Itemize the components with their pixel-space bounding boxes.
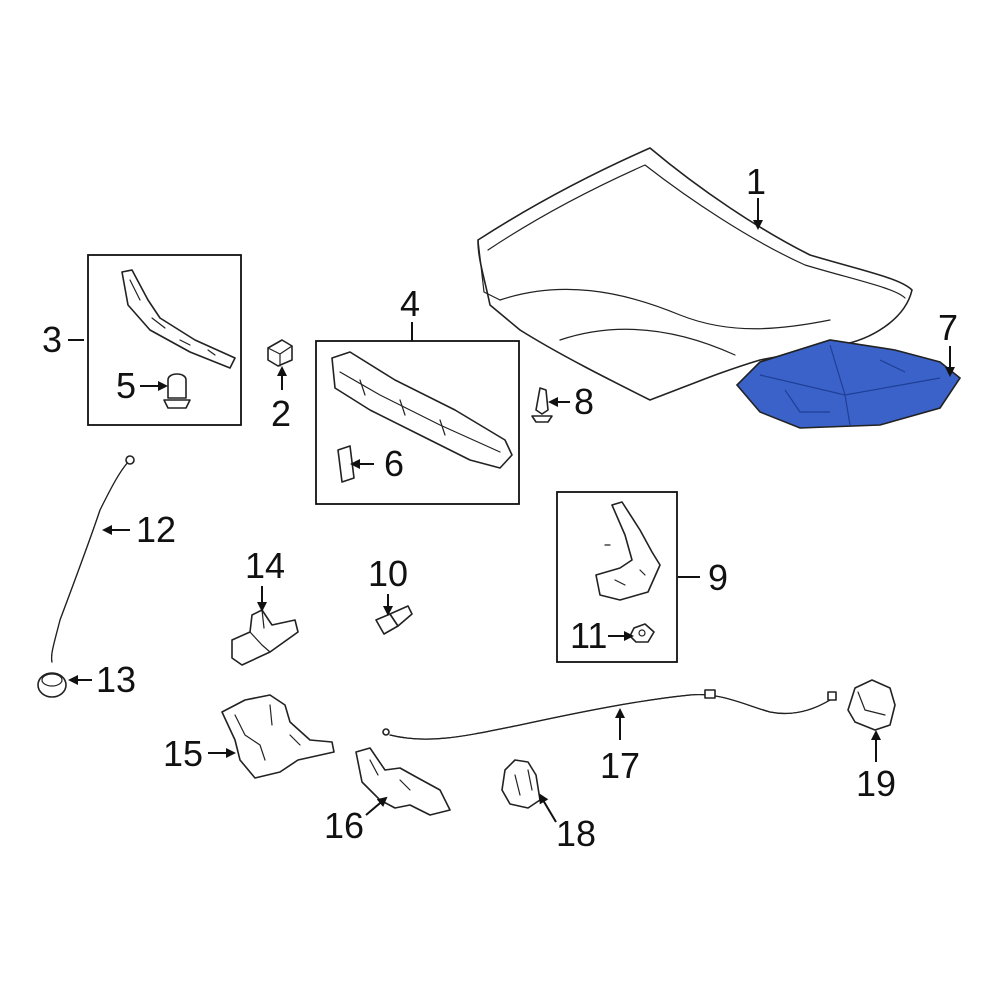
nut-11 [629, 623, 655, 643]
hood-lock-15 [221, 694, 335, 779]
hood-prop-rod [50, 455, 135, 663]
callout-18: 18 [556, 813, 596, 854]
box-part-9 [556, 491, 678, 663]
hood-seal-bracket [121, 269, 236, 369]
box-part-3 [87, 254, 242, 426]
callout-11: 11 [570, 615, 607, 656]
callout-labels: 1 2 3 4 5 6 7 8 9 10 11 12 13 14 15 16 1… [42, 161, 958, 854]
box-part-4 [315, 340, 520, 505]
callout-6: 6 [384, 443, 404, 484]
callout-5: 5 [116, 365, 136, 406]
lock-support-16 [355, 747, 451, 816]
callout-9: 9 [708, 557, 728, 598]
callout-2: 2 [271, 393, 291, 434]
hood-front-panel [331, 351, 513, 469]
push-pin-8 [531, 387, 553, 423]
prop-rod-holder-14 [231, 609, 299, 666]
clip-2 [267, 339, 293, 367]
callout-15: 15 [163, 733, 203, 774]
callout-10: 10 [368, 553, 408, 594]
callout-19: 19 [856, 763, 896, 804]
callout-8: 8 [574, 381, 594, 422]
release-handle-18 [501, 759, 541, 809]
leader-lines [68, 198, 955, 823]
callout-4: 4 [400, 283, 420, 324]
callout-12: 12 [136, 509, 176, 550]
release-cable-17 [382, 689, 837, 740]
callout-3: 3 [42, 319, 62, 360]
callout-1: 1 [746, 161, 766, 202]
hood-panel [477, 147, 913, 401]
callout-7: 7 [938, 307, 958, 348]
callout-17: 17 [600, 745, 640, 786]
callout-13: 13 [96, 659, 136, 700]
handle-cover-19 [847, 679, 896, 731]
clip-6 [337, 445, 355, 483]
hood-hinge-9 [595, 501, 661, 601]
hood-insulator [735, 339, 962, 429]
callout-14: 14 [245, 545, 285, 586]
callout-16: 16 [324, 805, 364, 846]
grommet-13 [37, 672, 67, 698]
bolt-10 [375, 605, 413, 635]
push-retainer-5 [163, 373, 191, 409]
